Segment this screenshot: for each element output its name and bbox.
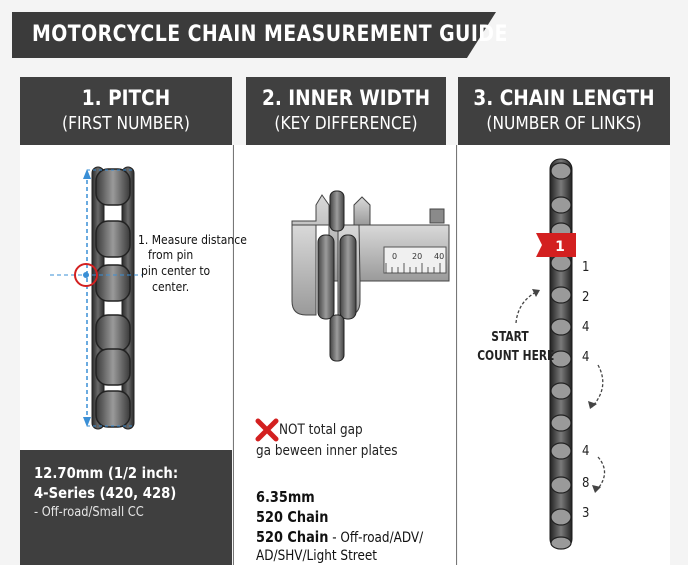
page-title: MOTORCYCLE CHAIN MEASUREMENT GUIDE: [32, 22, 508, 47]
pitch-note-line: center.: [152, 280, 190, 294]
link-count: 4: [582, 350, 590, 365]
count-arrow: [515, 289, 606, 493]
pitch-chain-illustration: [50, 166, 142, 430]
caliper-scale-label: 0: [392, 252, 397, 261]
inner-width-spec-size: 6.35mm: [256, 488, 315, 506]
inner-width-spec-usage-cont: AD/SHV/Light Street: [256, 548, 378, 564]
caliper-illustration: 0 20 40: [291, 190, 450, 362]
chain-length-subheading: (NUMBER OF LINKS): [486, 113, 642, 134]
link-count: 1: [582, 260, 590, 275]
inner-width-spec-usage-detail: - Off-road/ADV/: [328, 530, 424, 546]
start-flag-number: 1: [555, 239, 565, 255]
caliper-upper-jaw: [353, 196, 371, 226]
caliper-fixed-jaw: [291, 224, 317, 316]
inner-width-spec-usage: 520 Chain - Off-road/ADV/: [256, 527, 423, 548]
chain-inner-plate: [339, 234, 357, 320]
pitch-note-line: from pin: [148, 248, 194, 262]
inner-width-header: 2. INNER WIDTH (KEY DIFFERENCE): [246, 77, 446, 145]
inner-width-heading: 2. INNER WIDTH: [261, 86, 431, 110]
link-count: 4: [582, 444, 590, 459]
pitch-spec-box: 12.70mm (1/2 inch: 4-Series (420, 428) -…: [20, 450, 232, 565]
pitch-note-line: 1. Measure distance: [138, 233, 247, 247]
pitch-heading: 1. PITCH: [81, 86, 171, 110]
chain-length-illustration: 1: [515, 158, 606, 550]
pin-center-dot: [83, 272, 89, 278]
link-count: 2: [582, 290, 590, 305]
chain-length-heading: 3. CHAIN LENGTH: [473, 86, 655, 110]
pitch-spec-size: 12.70mm (1/2 inch:: [34, 464, 179, 482]
chain-roller: [329, 190, 345, 232]
inner-width-spec-chain: 520 Chain: [256, 508, 329, 526]
column-divider: [456, 145, 457, 565]
pin-center-marker: [74, 263, 98, 287]
inner-width-subheading: (KEY DIFFERENCE): [274, 113, 418, 134]
caliper-scale-ticks: [385, 263, 441, 273]
chain-inner-plate: [317, 234, 335, 320]
pitch-spec-series: 4-Series (420, 428): [34, 484, 177, 502]
start-count-label: START: [491, 330, 529, 345]
caliper-scale-label: 20: [412, 252, 422, 261]
start-flag: [536, 233, 576, 257]
column-divider: [233, 145, 234, 565]
pitch-spec-usage: - Off-road/Small CC: [34, 505, 144, 520]
link-count: 8: [582, 476, 590, 491]
pitch-subheading: (FIRST NUMBER): [62, 113, 190, 134]
link-count: 4: [582, 320, 590, 335]
link-count: 3: [582, 506, 590, 521]
caliper-screw: [429, 208, 445, 224]
not-total-gap-label: NOT total gap: [279, 422, 363, 438]
chain-length-header: 3. CHAIN LENGTH (NUMBER OF LINKS): [458, 77, 670, 145]
caliper-scale: [383, 246, 447, 274]
inner-plates-gap-label: ga beween inner plates: [256, 443, 398, 459]
caliper-scale-label: 40: [434, 252, 444, 261]
chain-roller: [329, 314, 345, 362]
not-cross-icon: [255, 418, 279, 442]
start-count-label: COUNT HERE: [477, 349, 555, 364]
pitch-header: 1. PITCH (FIRST NUMBER): [20, 77, 232, 145]
inner-width-spec-chain-repeat: 520 Chain: [256, 528, 329, 546]
title-banner: [12, 12, 496, 58]
pitch-note-line: pin center to: [141, 264, 211, 278]
chain-rollers: [95, 168, 131, 428]
inner-width-panel: [234, 145, 456, 565]
